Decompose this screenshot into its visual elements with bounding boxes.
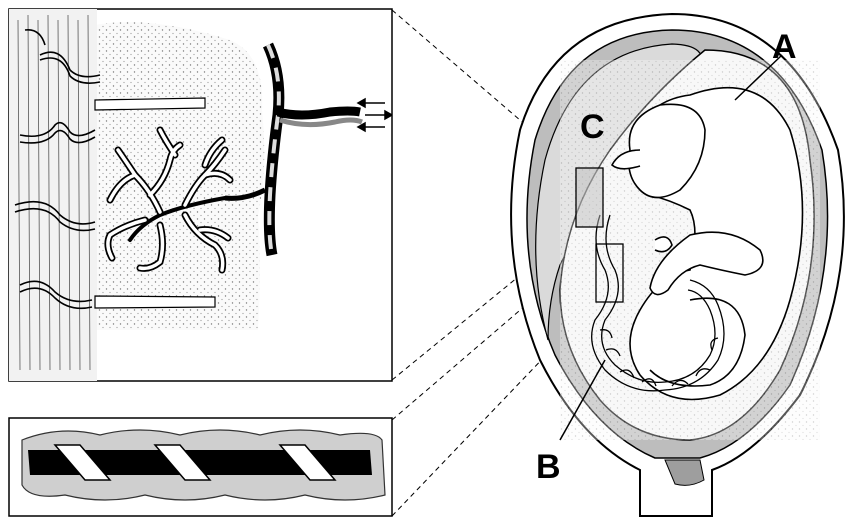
villi-region-marker xyxy=(576,168,603,227)
umbilical-cord-inset xyxy=(9,418,392,516)
intervillous-space xyxy=(95,22,264,330)
villi-detail-inset xyxy=(9,9,392,381)
uterus-diagram: A B C xyxy=(511,14,844,516)
maternal-decidua xyxy=(9,9,97,381)
label-b: B xyxy=(536,448,561,486)
label-c: C xyxy=(580,108,605,146)
label-a: A xyxy=(772,28,797,66)
